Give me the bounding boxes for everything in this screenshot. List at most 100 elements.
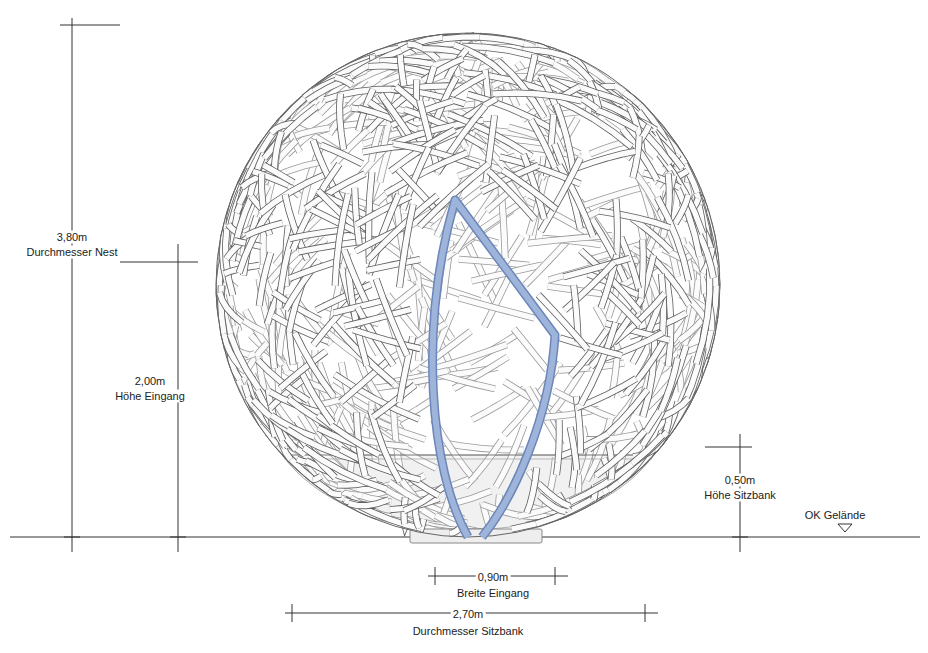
stick-face — [312, 476, 321, 479]
stick-edge — [514, 329, 547, 370]
nest-stick — [557, 420, 560, 475]
nest-stick — [246, 223, 283, 236]
nest-stick — [599, 211, 670, 228]
nest-stick — [675, 195, 688, 224]
nest-stick — [539, 484, 570, 507]
stick-face — [557, 420, 560, 475]
stick-face — [220, 292, 242, 322]
stick-edge — [570, 427, 577, 470]
stick-edge — [258, 360, 309, 401]
stick-edge — [539, 484, 570, 507]
nest-stick — [340, 449, 420, 480]
stick-edge — [246, 223, 283, 236]
stick-edge — [696, 269, 710, 364]
stick-edge — [633, 136, 639, 178]
stick-face — [264, 107, 316, 159]
dimension-tick — [170, 537, 186, 538]
stick-face — [675, 195, 688, 224]
stick-face — [531, 120, 555, 168]
stick-face — [246, 223, 283, 236]
stick-face — [259, 252, 271, 305]
nest-stick — [220, 292, 242, 322]
stick-edge — [312, 476, 321, 479]
stick-edge — [531, 120, 555, 168]
nest-stick — [570, 427, 577, 470]
stick-face — [274, 132, 281, 171]
stick-face — [633, 136, 639, 178]
stick-edge — [599, 211, 670, 228]
stick-face — [349, 500, 389, 506]
nest-stick — [302, 374, 332, 424]
nest-stick — [349, 500, 389, 506]
dimension-entrance-width — [428, 567, 568, 585]
nest-stick — [312, 476, 321, 479]
nest-stick — [274, 132, 281, 171]
stick-edge — [321, 145, 362, 164]
nest-stick — [264, 165, 294, 182]
dimension-tick — [60, 25, 120, 26]
stick-edge — [465, 441, 501, 487]
dimension-tick — [64, 537, 80, 538]
stick-face — [258, 360, 309, 401]
level-symbol — [838, 524, 852, 532]
stick-edge — [302, 374, 332, 424]
dimension-tick — [645, 604, 646, 622]
stick-face — [335, 77, 352, 85]
stick-edge — [259, 252, 271, 305]
dimension-tick — [120, 262, 198, 263]
stick-edge — [493, 93, 582, 101]
nest-stick — [514, 329, 547, 370]
nest-sticks-back — [220, 36, 717, 534]
stick-face — [340, 94, 344, 150]
nest-stick — [321, 145, 362, 164]
dimension-tick — [705, 447, 752, 448]
stick-face — [527, 468, 537, 513]
stick-face — [575, 151, 635, 168]
stick-edge — [349, 500, 389, 506]
nest-stick — [575, 151, 635, 168]
nest-stick — [264, 107, 316, 159]
stick-face — [696, 269, 710, 364]
stick-face — [264, 165, 294, 182]
stick-face — [328, 491, 341, 494]
stick-edge — [575, 151, 635, 168]
stick-edge — [415, 508, 419, 528]
nest-stick — [527, 468, 537, 513]
nest-stick — [641, 240, 643, 298]
nest-stick — [371, 410, 400, 482]
nest-stick — [415, 508, 419, 528]
nest-stick — [340, 94, 344, 150]
dimension-nest-diameter — [60, 18, 120, 552]
nest-stick — [696, 269, 710, 364]
dimension-tick — [435, 567, 436, 585]
stick-edge — [557, 420, 560, 475]
stick-face — [371, 410, 400, 482]
stick-face — [465, 441, 501, 487]
nest-stick — [259, 252, 271, 305]
stick-face — [493, 93, 582, 101]
nest-stick — [328, 491, 341, 494]
stick-edge — [340, 94, 344, 150]
stick-edge — [220, 292, 242, 322]
nest-stick — [531, 120, 555, 168]
stick-edge — [459, 298, 535, 318]
stick-face — [539, 484, 570, 507]
stick-edge — [335, 77, 352, 85]
stick-edge — [264, 107, 316, 159]
stick-edge — [340, 449, 420, 480]
stick-edge — [371, 410, 400, 482]
stick-face — [340, 449, 420, 480]
stick-face — [415, 508, 419, 528]
nest-stick — [493, 93, 582, 101]
stick-edge — [264, 165, 294, 182]
stick-face — [599, 211, 670, 228]
dimension-tick — [555, 567, 556, 585]
stick-edge — [527, 468, 537, 513]
nest-stick — [472, 389, 524, 420]
stick-face — [570, 427, 577, 470]
stick-edge — [274, 132, 281, 171]
nest-stick — [335, 77, 352, 85]
dimension-tick — [732, 537, 748, 538]
